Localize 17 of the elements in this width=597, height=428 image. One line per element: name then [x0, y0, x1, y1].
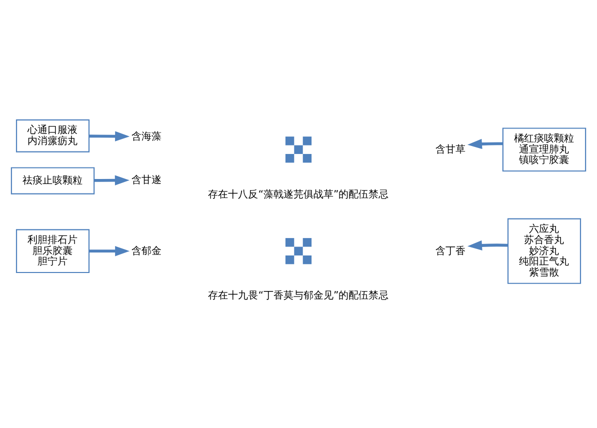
node-text: 含甘草: [435, 144, 466, 155]
node-text: 含甘遂: [132, 174, 162, 186]
node-box: 利胆排石片 胆乐胶囊 胆宁片: [16, 228, 90, 273]
arrow: [94, 174, 130, 185]
arrow: [467, 138, 503, 148]
arrow: [89, 130, 130, 141]
node-box: 橘红痰咳颗粒 通宣理肺丸 镇咳宁胶囊: [502, 127, 586, 172]
node-box: 六应丸 苏合香丸 妙济丸 纯阳正气丸 紫雪散: [507, 218, 582, 284]
node-text: 含海藻: [132, 130, 162, 142]
label: 存在十八反“藻戟遂芫俱战草”的配伍禁忌: [208, 188, 389, 200]
node-text: 含丁香: [435, 245, 466, 256]
arrow: [467, 240, 508, 250]
node-box: 祛痰止咳颗粒: [10, 166, 95, 194]
label: 存在十九畏“丁香莫与郁金见”的配伍禁忌: [208, 290, 389, 302]
node-text: 含郁金: [132, 245, 162, 256]
node-box: 心通口服液 内消瘰疬丸: [16, 118, 90, 152]
arrow: [89, 246, 130, 256]
